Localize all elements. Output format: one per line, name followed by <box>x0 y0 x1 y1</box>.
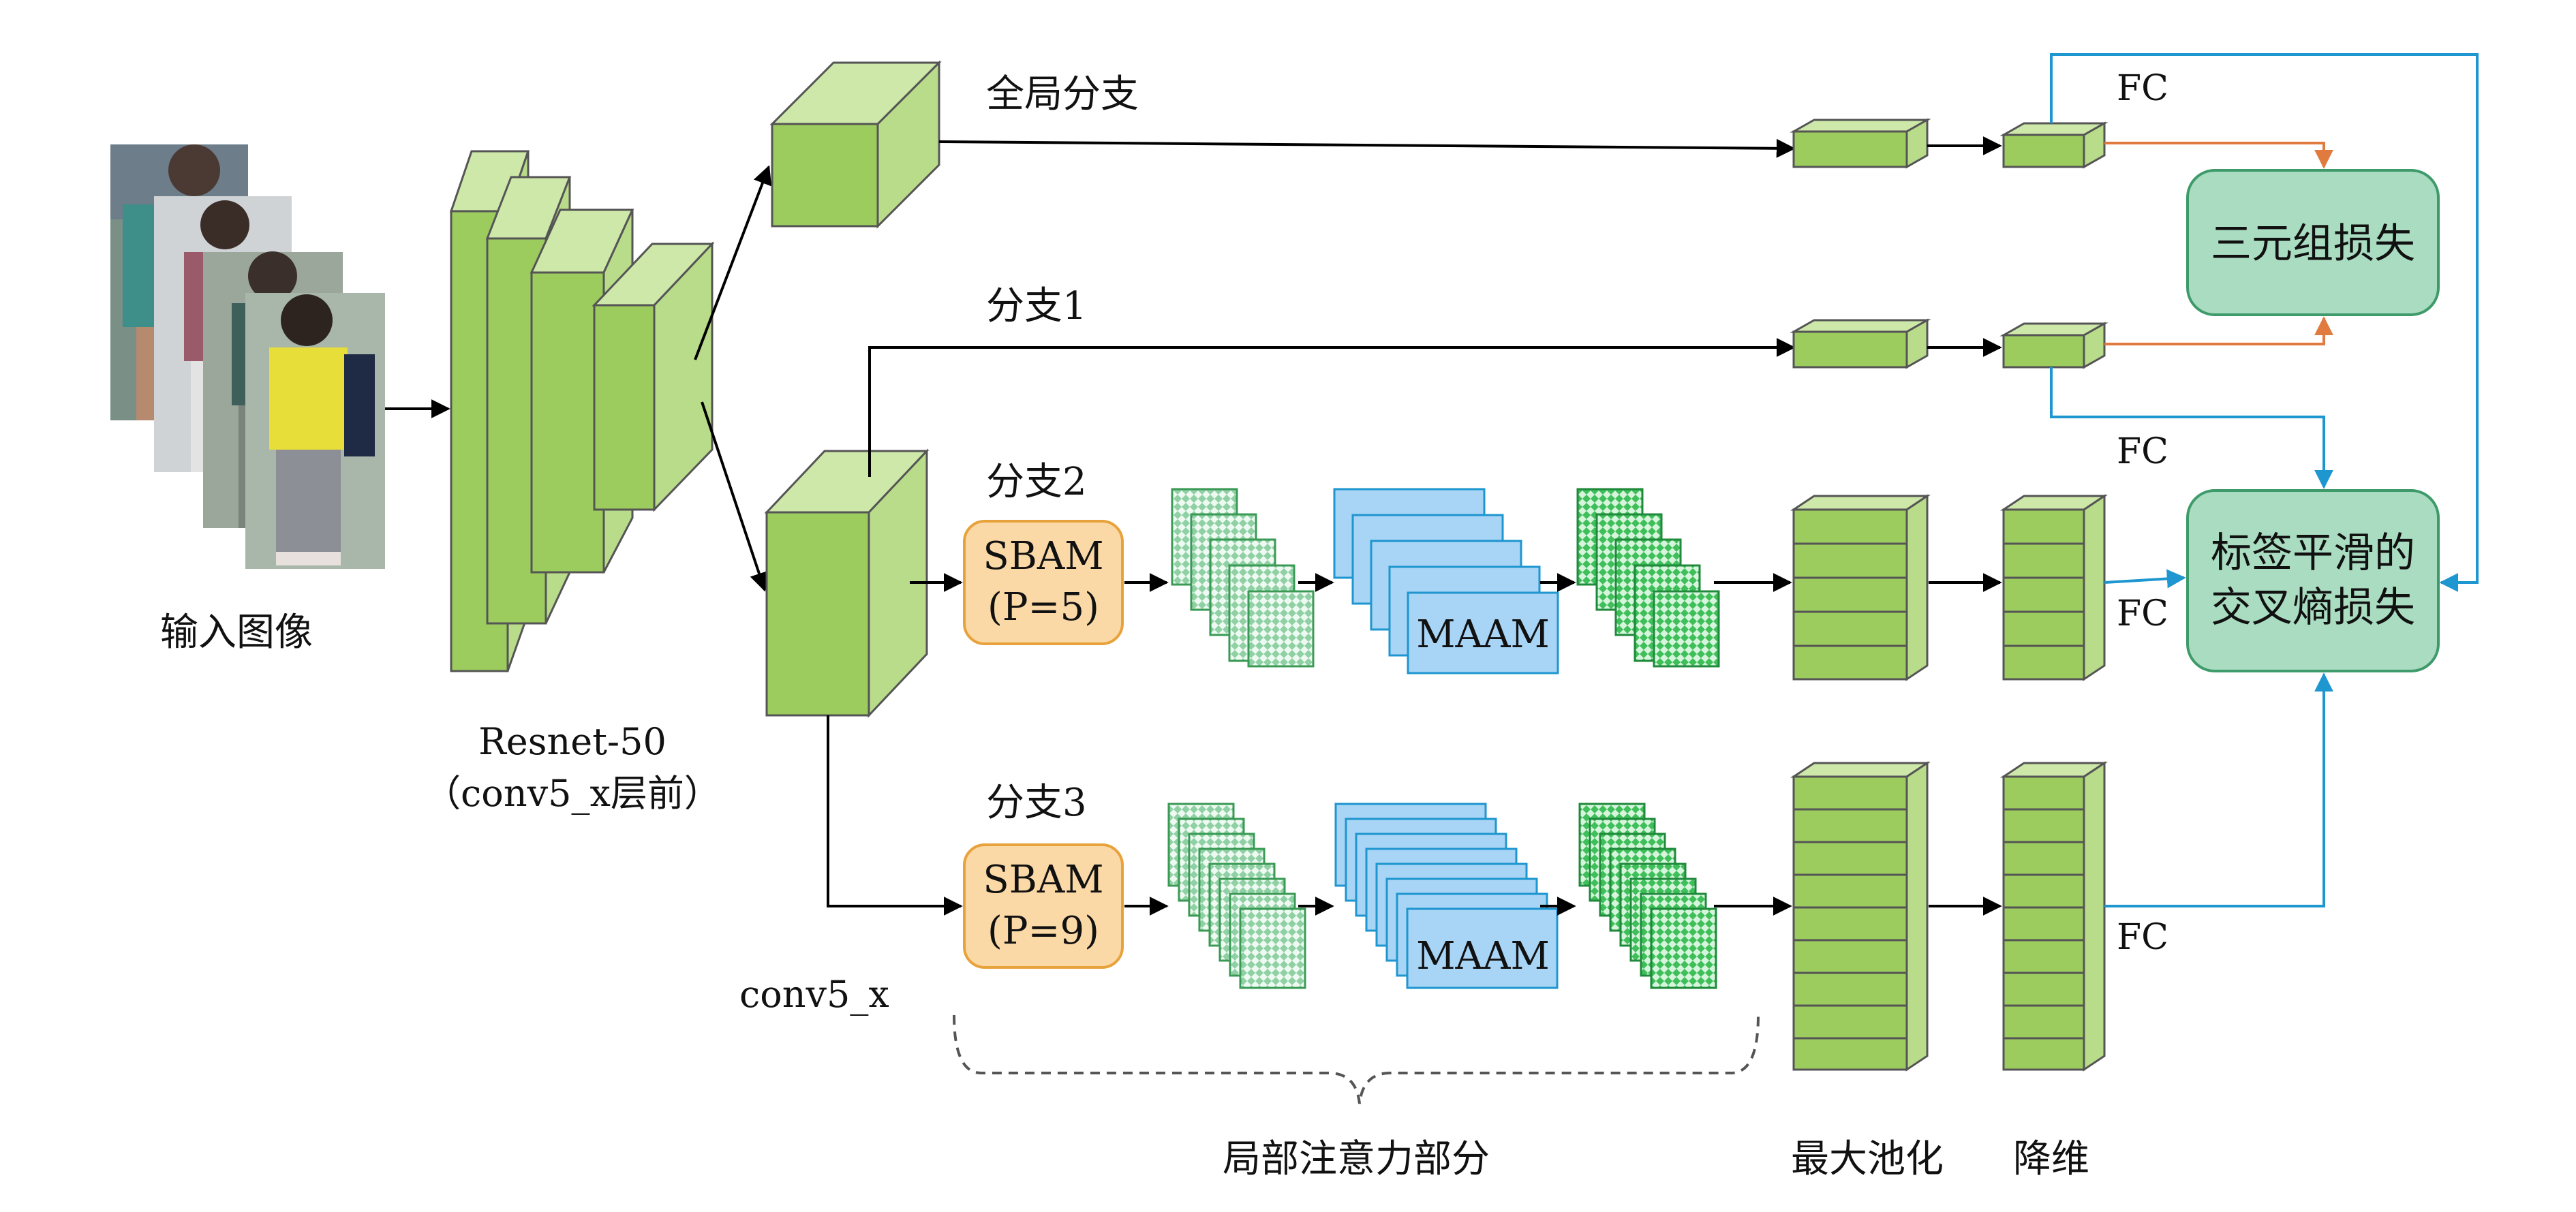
arrow-backbone-to-global <box>694 165 772 360</box>
arrow-branch1-to-triplet <box>2104 316 2333 345</box>
arrow-conv5-to-sbam3 <box>827 715 963 916</box>
reduce-dim-label: 降维 <box>2013 1137 2089 1181</box>
sbam3-title: SBAM <box>983 858 1103 902</box>
ce-loss-label-line1: 标签平滑的 <box>2211 529 2415 577</box>
triplet-loss-box: 三元组损失 <box>2186 169 2440 316</box>
branch3-part-features <box>1167 803 1306 989</box>
arrow-backbone-to-conv5 <box>701 401 769 592</box>
arrow-branch2-fc-to-ce <box>2104 569 2186 589</box>
maam-module-branch3: MAAM <box>1334 803 1559 989</box>
reduce-global <box>1999 121 2109 169</box>
sbam3-param: (P=9) <box>987 909 1099 953</box>
fc-label-branch3: FC <box>2117 917 2168 958</box>
pool-global <box>1790 118 1931 169</box>
global-branch-label: 全局分支 <box>986 72 1139 116</box>
person-image-4 <box>245 293 385 569</box>
arrow-global-fc-to-ce <box>2050 53 2479 592</box>
pool-branch3-stack <box>1790 761 1931 1072</box>
ce-loss-box: 标签平滑的 交叉熵损失 <box>2186 489 2440 672</box>
branch2-label: 分支2 <box>986 460 1087 504</box>
arrow-branch1-fc-to-ce <box>2050 367 2333 489</box>
backbone-name-label: Resnet-50 <box>478 720 666 763</box>
branch3-attended-features <box>1578 803 1717 989</box>
global-branch-cube <box>769 60 942 229</box>
arrow-global-to-triplet <box>2104 142 2333 169</box>
triplet-loss-label: 三元组损失 <box>2211 220 2415 268</box>
backbone-blocks <box>449 150 715 672</box>
sbam2-param: (P=5) <box>987 585 1099 630</box>
backbone-note-label: （conv5_x层前） <box>424 772 721 815</box>
fc-label-top: FC <box>2117 68 2168 109</box>
arrow-branch1-to-pool <box>868 338 1796 477</box>
arrow-global-to-pool <box>938 138 1796 158</box>
local-attention-label: 局部注意力部分 <box>1223 1137 1490 1181</box>
branch3-label: 分支3 <box>986 781 1087 825</box>
pool-branch2-stack <box>1790 494 1931 681</box>
maam3-label: MAAM <box>1416 934 1550 978</box>
reduce-branch2-stack <box>2000 494 2108 681</box>
reduce-branch1 <box>1999 322 2109 369</box>
local-attention-brace <box>953 1014 1760 1104</box>
reduce-branch3-stack <box>2000 761 2108 1072</box>
fc-label-mid: FC <box>2117 431 2168 472</box>
fc-label-branch2: FC <box>2117 593 2168 634</box>
input-image-label: 输入图像 <box>160 610 313 655</box>
backbone-slab-4 <box>592 241 715 512</box>
input-images <box>110 144 385 569</box>
branch2-part-features <box>1171 488 1315 668</box>
branch2-attended-features <box>1576 488 1720 668</box>
arrow-branch3-fc-to-ce <box>2104 672 2333 907</box>
branch1-label: 分支1 <box>986 284 1087 328</box>
sbam2-title: SBAM <box>983 534 1103 578</box>
pool-branch1 <box>1790 318 1931 369</box>
max-pool-label: 最大池化 <box>1791 1137 1944 1181</box>
sbam-module-branch2: SBAM (P=5) <box>963 520 1124 645</box>
conv5-label: conv5_x <box>739 973 889 1016</box>
ce-loss-label-line2: 交叉熵损失 <box>2211 584 2415 632</box>
conv5-cube <box>764 448 930 718</box>
maam-module-branch2: MAAM <box>1333 488 1559 674</box>
maam2-label: MAAM <box>1416 612 1550 657</box>
sbam-module-branch3: SBAM (P=9) <box>963 843 1124 969</box>
